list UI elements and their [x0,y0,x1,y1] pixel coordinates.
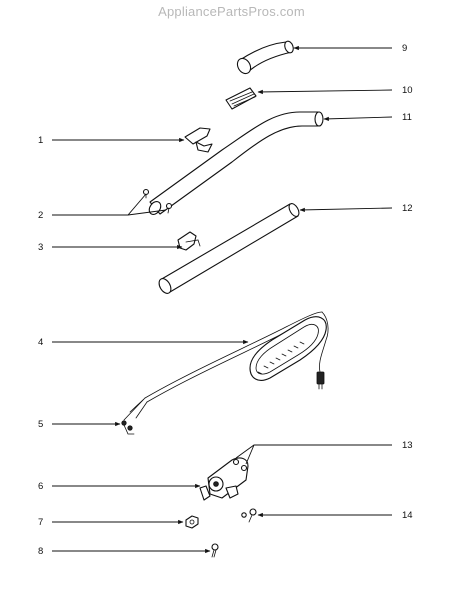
callout-12: 12 [402,203,413,214]
part-1-latch [184,127,213,153]
callout-8: 8 [38,546,43,557]
part-4-power-cord [123,311,329,421]
callout-5: 5 [38,419,43,430]
part-6-switch-housing [199,457,249,501]
callout-7: 7 [38,517,43,528]
part-11-upper-wand [148,111,324,215]
part-5-terminals [121,420,135,435]
callout-10: 10 [402,85,413,96]
watermark: AppliancePartsPros.com [158,4,305,19]
callout-3: 3 [38,242,43,253]
part-7-nut [185,515,199,529]
part-14-screw [241,508,257,523]
part-10-spring-clip [225,87,257,110]
callout-4: 4 [38,337,43,348]
part-8-screw [211,543,219,558]
callout-11: 11 [402,112,412,123]
callout-1: 1 [38,135,43,146]
callout-14: 14 [402,510,413,521]
callout-2: 2 [38,210,43,221]
part-9-hose-cuff [236,40,294,75]
callout-9: 9 [402,43,407,54]
part-12-lower-wand [158,203,300,294]
callout-6: 6 [38,481,43,492]
callout-13: 13 [402,440,413,451]
